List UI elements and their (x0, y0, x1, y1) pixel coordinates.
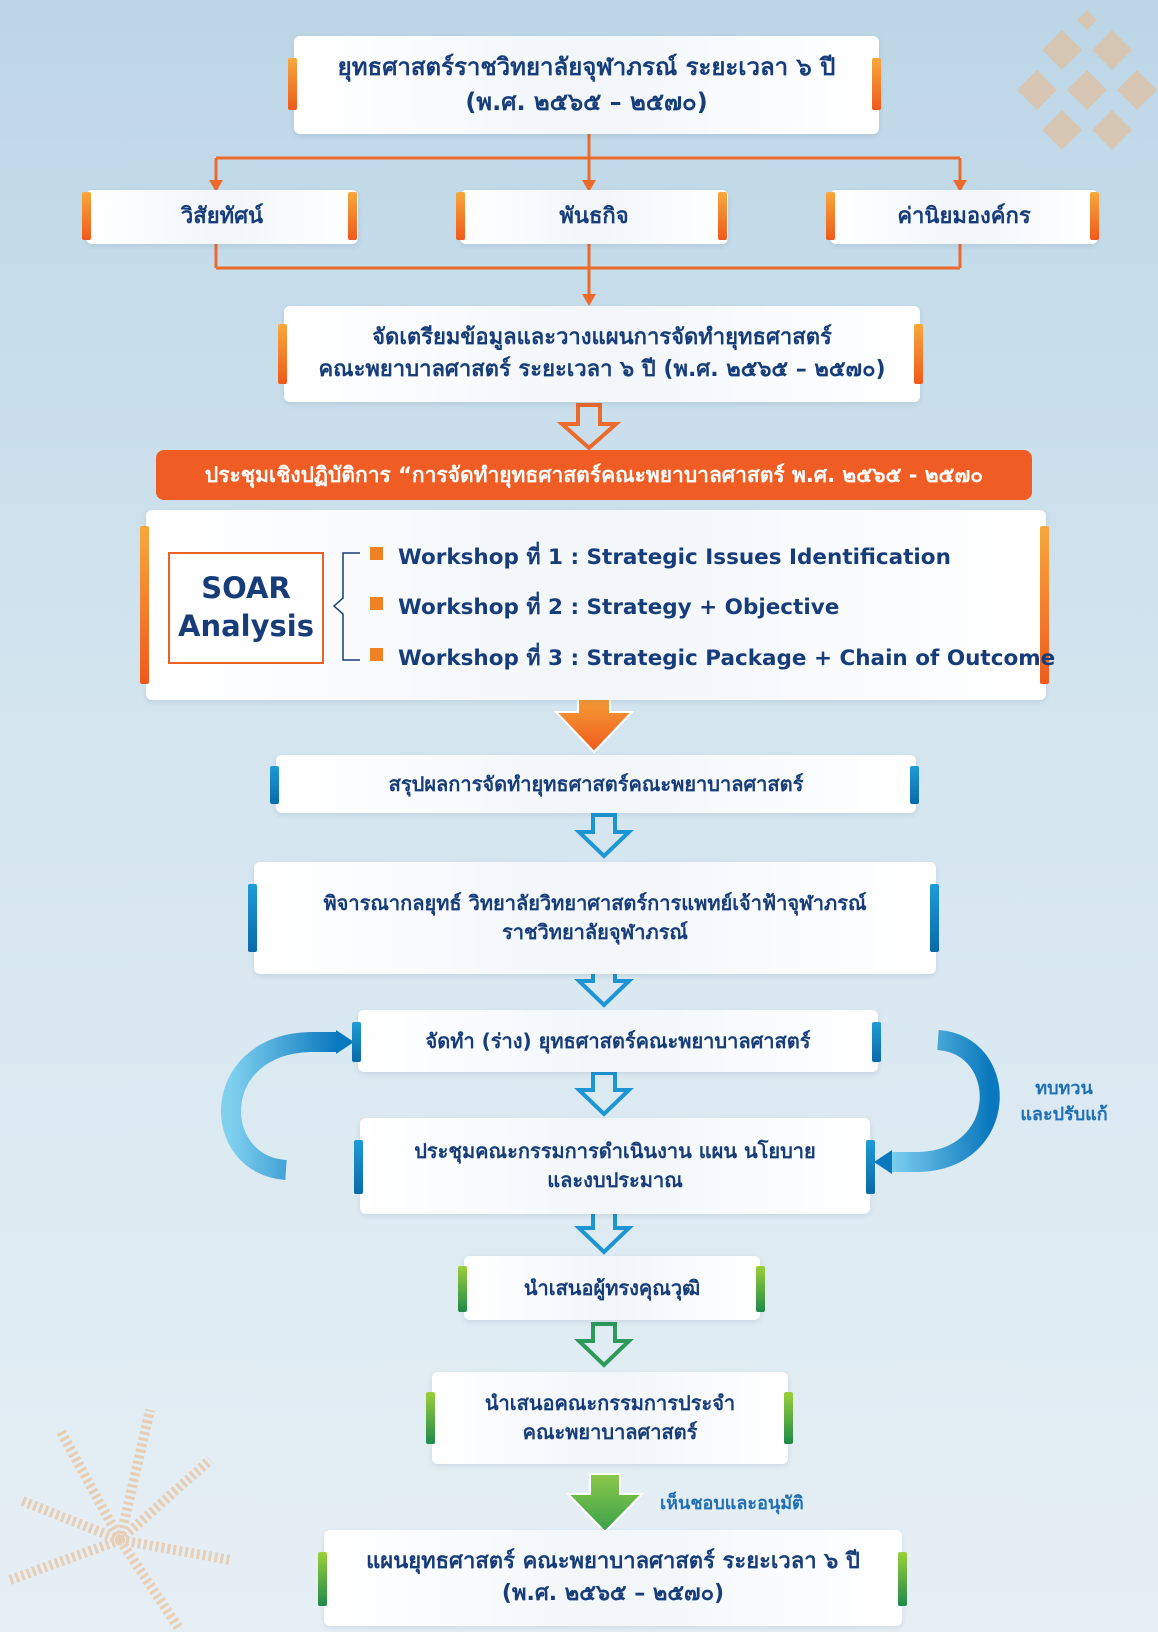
burst-decoration (8, 1408, 231, 1632)
arrowhead-icon (582, 294, 596, 306)
accent-bar (352, 1022, 361, 1062)
workshop-item: Workshop ที่ 1 : Strategic Issues Identi… (398, 545, 951, 570)
bullet-square-icon (370, 597, 383, 610)
top-strategy-line2: (พ.ศ. ๒๕๖๕ – ๒๕๗๐) (465, 88, 708, 116)
committee-line1: นำเสนอคณะกรรมการประจำ (484, 1391, 736, 1415)
arrowhead-icon (336, 1030, 354, 1054)
accent-bar (718, 192, 727, 240)
accent-bar (872, 58, 881, 110)
prepare-line1: จัดเตรียมข้อมูลและวางแผนการจัดทำยุทธศาสต… (372, 325, 832, 351)
down-arrow-icon (574, 1071, 634, 1117)
down-arrow-icon (565, 1473, 645, 1534)
accent-bar (898, 1552, 907, 1606)
accent-bar (456, 192, 465, 240)
down-arrow-icon (574, 1209, 634, 1255)
soar-line1: SOAR (201, 571, 291, 606)
accent-bar (318, 1552, 327, 1606)
prepare-box: จัดเตรียมข้อมูลและวางแผนการจัดทำยุทธศาสต… (284, 306, 920, 402)
tree-connectors (214, 134, 962, 296)
consider-box: พิจารณากลยุทธ์ วิทยาลัยวิทยาศาสตร์การแพท… (254, 862, 936, 974)
workshop-item: Workshop ที่ 2 : Strategy + Objective (398, 595, 840, 620)
accent-bar (426, 1392, 435, 1444)
vision-box: วิสัยทัศน์ (86, 190, 358, 244)
accent-bar (354, 1140, 363, 1194)
accent-bar (930, 884, 939, 952)
arrowhead-icon (874, 1150, 892, 1174)
accent-bar (348, 192, 357, 240)
accent-bar (140, 526, 149, 684)
arrowhead-icon (209, 180, 223, 192)
experts-box: นำเสนอผู้ทรงคุณวุฒิ (464, 1256, 760, 1320)
committee-box: นำเสนอคณะกรรมการประจำ คณะพยาบาลศาสตร์ (432, 1372, 788, 1464)
accent-bar (82, 192, 91, 240)
bullet-square-icon (370, 648, 383, 661)
accent-bar (826, 192, 835, 240)
bullet-square-icon (370, 547, 383, 560)
summary-label: สรุปผลการจัดทำยุทธศาสตร์คณะพยาบาลศาสตร์ (388, 771, 804, 796)
summary-box: สรุปผลการจัดทำยุทธศาสตร์คณะพยาบาลศาสตร์ (276, 755, 916, 813)
accent-bar (288, 58, 297, 110)
vision-label: วิสัยทัศน์ (180, 204, 264, 230)
top-strategy-line1: ยุทธศาสตร์ราชวิทยาลัยจุฬาภรณ์ ระยะเวลา ๖… (337, 53, 836, 82)
soar-line2: Analysis (178, 609, 314, 643)
mission-label: พันธกิจ (559, 204, 629, 230)
meeting-box: ประชุมคณะกรรมการดำเนินงาน แผน นโยบาย และ… (360, 1118, 870, 1214)
accent-bar (872, 1022, 881, 1062)
accent-bar (866, 1140, 875, 1194)
workshop-item: Workshop ที่ 3 : Strategic Package + Cha… (398, 646, 1056, 671)
final-plan-box: แผนยุทธศาสตร์ คณะพยาบาลศาสตร์ ระยะเวลา ๖… (324, 1530, 902, 1626)
prepare-line2: คณะพยาบาลศาสตร์ ระยะเวลา ๖ ปี (พ.ศ. ๒๕๖๕… (318, 357, 886, 382)
arrowhead-icon (953, 180, 967, 192)
draft-label: จัดทำ (ร่าง) ยุทธศาสตร์คณะพยาบาลศาสตร์ (425, 1028, 811, 1053)
accent-bar (1040, 526, 1049, 684)
accent-bar (756, 1266, 765, 1312)
loop-arrow-left-icon (221, 1032, 338, 1180)
draft-box: จัดทำ (ร่าง) ยุทธศาสตร์คณะพยาบาลศาสตร์ (358, 1010, 878, 1072)
experts-label: นำเสนอผู้ทรงคุณวุฒิ (523, 1275, 701, 1300)
accent-bar (278, 324, 287, 384)
accent-bar (248, 884, 257, 952)
review-line1: ทบทวน (1035, 1078, 1093, 1099)
meeting-line2: และงบประมาณ (547, 1168, 683, 1192)
arrowhead-icon (582, 180, 596, 192)
top-strategy-box: ยุทธศาสตร์ราชวิทยาลัยจุฬาภรณ์ ระยะเวลา ๖… (294, 36, 879, 134)
workshop-banner: ประชุมเชิงปฏิบัติการ “การจัดทำยุทธศาสตร์… (156, 450, 1032, 500)
accent-bar (270, 766, 279, 804)
accent-bar (458, 1266, 467, 1312)
values-box: ค่านิยมองค์กร (830, 190, 1098, 244)
approve-label: เห็นชอบและอนุมัติ (660, 1493, 804, 1514)
accent-bar (914, 324, 923, 384)
soar-analysis-box: SOAR Analysis (168, 552, 324, 664)
committee-line2: คณะพยาบาลศาสตร์ (522, 1420, 698, 1444)
consider-line2: ราชวิทยาลัยจุฬาภรณ์ (502, 920, 688, 944)
consider-line1: พิจารณากลยุทธ์ วิทยาลัยวิทยาศาสตร์การแพท… (323, 891, 867, 915)
down-arrow-icon (556, 403, 622, 451)
accent-bar (784, 1392, 793, 1444)
final-line2: (พ.ศ. ๒๕๖๕ – ๒๕๗๐) (501, 1581, 725, 1606)
diamond-pattern-decoration (1017, 10, 1157, 150)
review-label: ทบทวน และปรับแก้ (1004, 1076, 1124, 1128)
accent-bar (1090, 192, 1099, 240)
values-label: ค่านิยมองค์กร (897, 204, 1031, 230)
mission-box: พันธกิจ (460, 190, 728, 244)
meeting-line1: ประชุมคณะกรรมการดำเนินงาน แผน นโยบาย (414, 1139, 816, 1163)
down-arrow-icon (574, 813, 634, 859)
loop-arrow-right-icon (890, 1030, 1000, 1172)
review-line2: และปรับแก้ (1020, 1104, 1108, 1126)
accent-bar (910, 766, 919, 804)
final-line1: แผนยุทธศาสตร์ คณะพยาบาลศาสตร์ ระยะเวลา ๖… (366, 1549, 860, 1575)
down-arrow-icon (574, 1322, 634, 1368)
